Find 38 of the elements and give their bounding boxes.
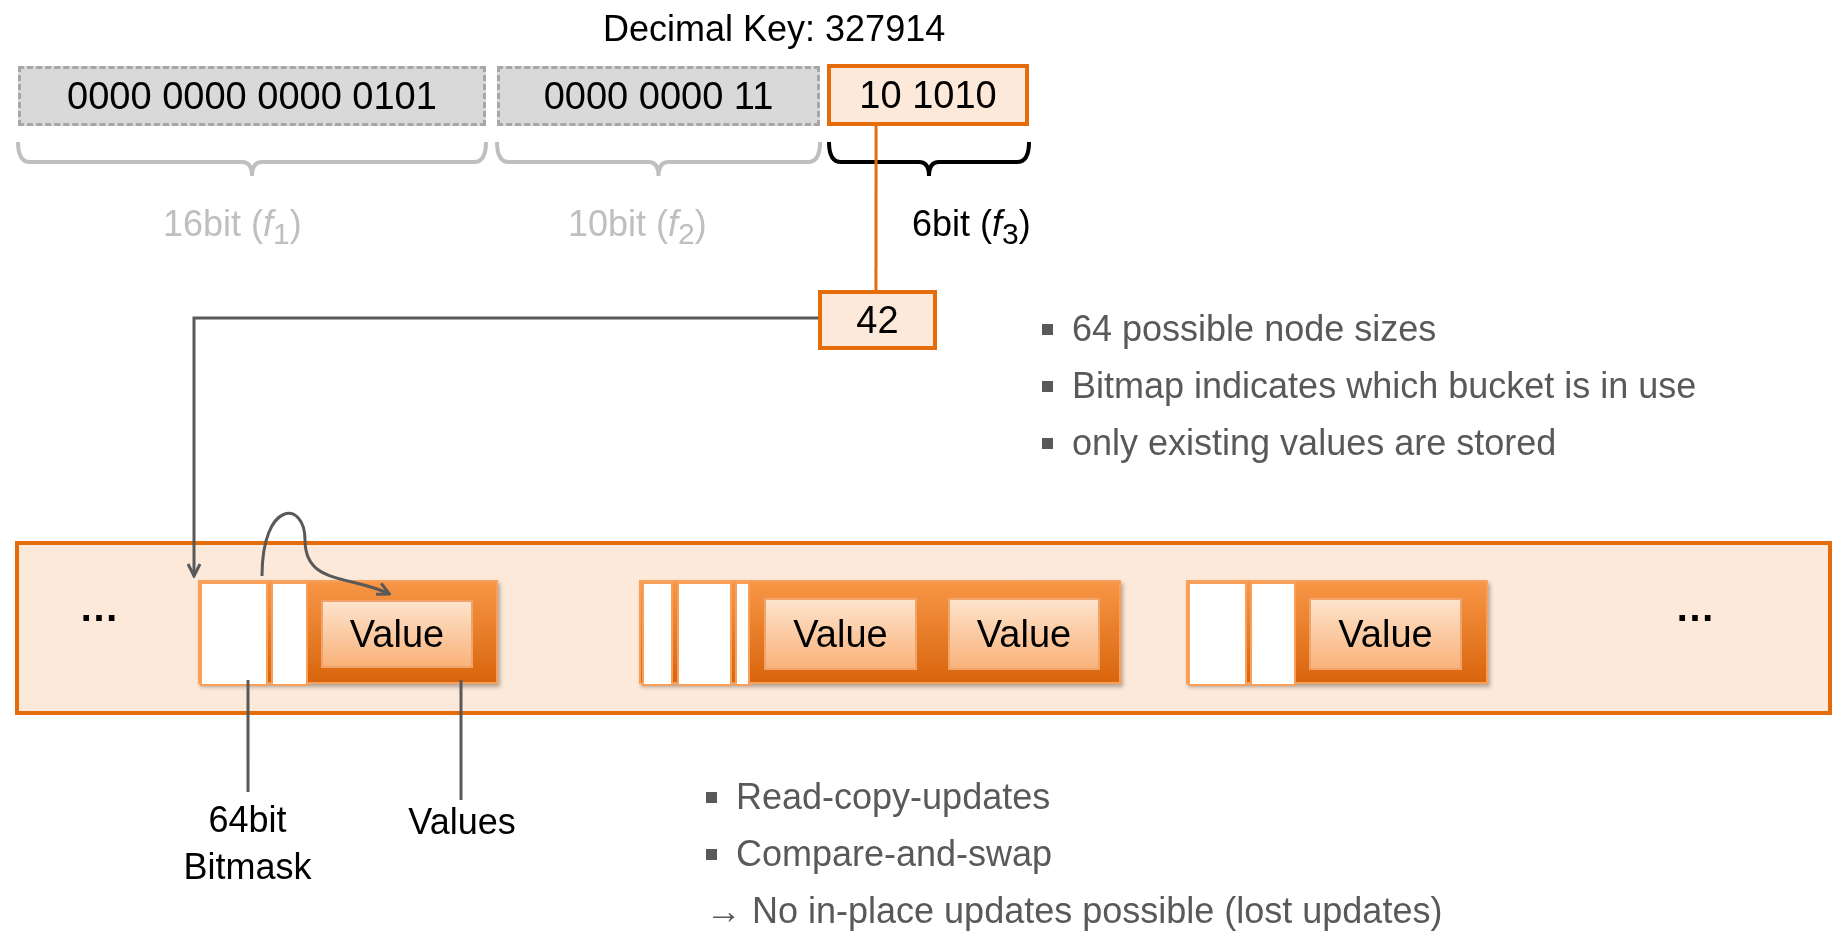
bitmask-segment: [735, 582, 750, 686]
decimal-key-label: Decimal Key: 327914: [603, 8, 946, 50]
bucket-node: [198, 580, 498, 684]
bitmask-segment: [271, 582, 308, 686]
arrow: [186, 316, 818, 578]
bit-field-box: 10 1010: [827, 64, 1029, 126]
ellipsis-text: …: [1675, 585, 1715, 630]
bit-width-label: 10bit (f$_{2}$): [568, 203, 707, 252]
value-box: Value: [1309, 598, 1462, 670]
value-box: Value: [321, 600, 473, 668]
callout-text: 64bit Bitmask: [160, 792, 335, 896]
bitmask-segment: [1188, 582, 1247, 686]
bitmask-segment: [677, 582, 732, 686]
bit-field-box: 0000 0000 0000 0101: [18, 66, 486, 126]
leader-line: [459, 680, 463, 800]
callout-text: Values: [392, 800, 532, 844]
ellipsis-text: …: [79, 585, 119, 630]
bit-width-label: 6bit (f$_{3}$): [912, 203, 1031, 252]
bucket-node: [639, 580, 1121, 684]
leader-line: [246, 680, 250, 792]
node-band: [15, 541, 1832, 715]
note-text: → No in-place updates possible (lost updates): [706, 890, 1443, 932]
bullet-text: 64 possible node sizes: [1072, 308, 1437, 350]
bullet-text: Compare-and-swap: [736, 833, 1053, 875]
value-box: Value: [948, 598, 1100, 670]
bullet-text: Bitmap indicates which bucket is in use: [1072, 365, 1697, 407]
bullet-text: Read-copy-updates: [736, 776, 1051, 818]
bit-width-label: 16bit (f$_{1}$): [163, 203, 302, 252]
bitmask-segment: [1250, 582, 1296, 686]
bitmask-segment: [200, 582, 268, 686]
curved-arrow: [260, 512, 391, 597]
bit-field-box: 42: [818, 290, 937, 350]
value-box: Value: [764, 598, 917, 670]
bit-field-box: 0000 0000 11: [497, 66, 820, 126]
connector-line: [874, 126, 878, 290]
bullet-text: only existing values are stored: [1072, 422, 1557, 464]
bitmask-segment: [642, 582, 673, 686]
bucket-node: [1186, 580, 1488, 684]
